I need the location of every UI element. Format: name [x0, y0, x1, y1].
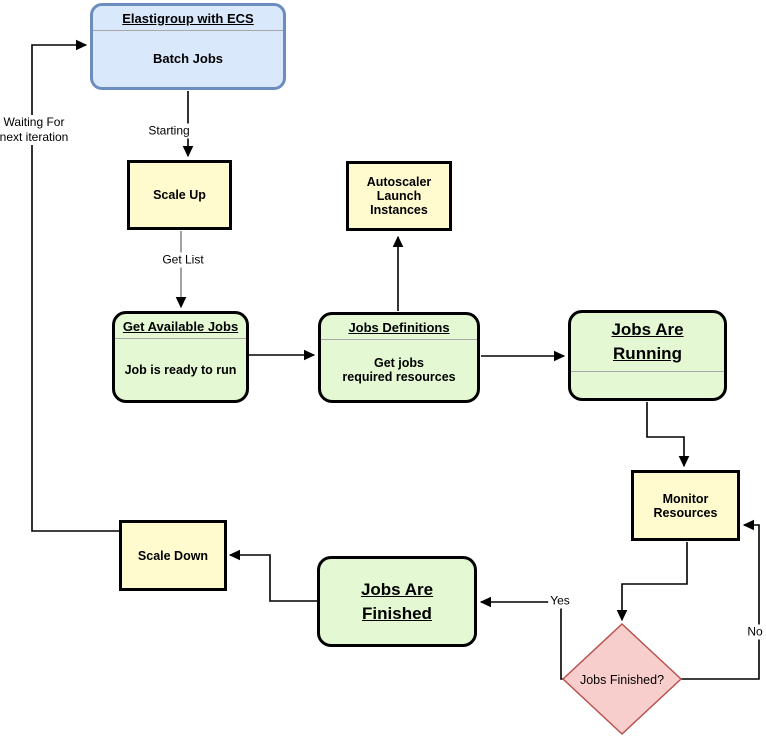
jobs-definitions-title: Jobs Definitions: [348, 320, 450, 335]
edge-label-starting: Starting: [146, 123, 192, 139]
scale-down-label: Scale Down: [137, 548, 209, 563]
jobs-finished-decision-shape: [561, 622, 683, 736]
jobs-finished-title: Jobs Are Finished: [320, 559, 474, 644]
node-scale-down: Scale Down: [119, 520, 227, 591]
node-get-available-jobs: Get Available Jobs Job is ready to run: [112, 311, 249, 403]
node-jobs-definitions: Jobs Definitions Get jobs required resou…: [318, 312, 480, 403]
edge-decision-no: [681, 519, 760, 680]
edge-label-waiting: Waiting For next iteration: [0, 115, 71, 145]
node-scale-up: Scale Up: [127, 160, 232, 230]
node-elastigroup-batch-jobs: Elastigroup with ECS Batch Jobs: [90, 3, 286, 90]
get-available-jobs-body: Job is ready to run: [124, 362, 237, 377]
jobs-running-title: Jobs Are Running: [571, 313, 724, 371]
edge-label-get-list: Get List: [160, 252, 206, 268]
monitor-line-1: Monitor: [662, 491, 709, 506]
jobs-definitions-body-line-2: required resources: [342, 370, 456, 384]
elastigroup-title: Elastigroup with ECS: [122, 11, 254, 26]
autoscaler-line-1: Autoscaler: [366, 175, 432, 189]
monitor-line-2: Resources: [653, 505, 718, 520]
autoscaler-line-3: Instances: [370, 203, 428, 217]
edge-label-no: No: [745, 624, 765, 640]
jobs-finished-decision-label: Jobs Finished?: [579, 673, 665, 687]
jobs-running-empty-section: [571, 372, 724, 398]
jobs-running-line-1: Jobs Are: [611, 320, 684, 339]
node-jobs-are-finished: Jobs Are Finished: [317, 556, 477, 647]
node-monitor-resources: Monitor Resources: [631, 470, 740, 541]
edge-decision-yes: [479, 596, 563, 680]
jobs-running-line-2: Running: [613, 344, 682, 363]
autoscaler-line-2: Launch: [376, 189, 422, 203]
jobs-finished-line-2: Finished: [362, 603, 432, 623]
edge-waiting-loop: [31, 39, 119, 532]
autoscaler-label: Autoscaler Launch Instances: [349, 164, 449, 228]
divider: [571, 371, 724, 372]
waiting-line-2: next iteration: [0, 130, 69, 144]
node-autoscaler-launch-instances: Autoscaler Launch Instances: [346, 161, 452, 231]
get-available-jobs-title: Get Available Jobs: [122, 319, 239, 334]
divider: [115, 338, 246, 339]
waiting-line-1: Waiting For: [3, 115, 65, 129]
edge-monitor-to-decision: [616, 542, 688, 622]
scale-up-label: Scale Up: [153, 188, 206, 202]
edge-running-to-monitor: [646, 402, 690, 468]
jobs-definitions-body-line-1: Get jobs: [373, 356, 424, 370]
jobs-finished-line-1: Jobs Are: [360, 579, 434, 599]
elastigroup-body: Batch Jobs: [152, 51, 224, 66]
node-jobs-are-running: Jobs Are Running: [568, 310, 727, 401]
divider: [93, 30, 283, 31]
divider: [321, 339, 477, 340]
jobs-definitions-body: Get jobs required resources: [321, 340, 477, 400]
monitor-resources-label: Monitor Resources: [634, 473, 737, 538]
edge-label-yes: Yes: [548, 593, 572, 609]
edge-finished-to-scale-down: [228, 549, 317, 602]
